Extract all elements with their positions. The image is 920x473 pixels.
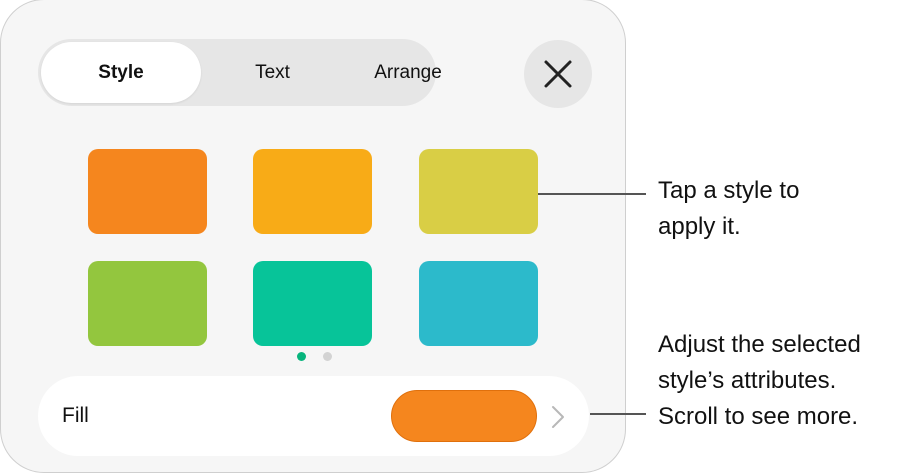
style-swatch-cyan[interactable]	[419, 261, 538, 346]
format-tabs: Text Arrange Style	[38, 39, 442, 106]
close-icon	[544, 60, 572, 88]
fill-color-swatch[interactable]	[391, 390, 537, 442]
fill-row[interactable]: Fill	[38, 376, 589, 456]
fill-label: Fill	[62, 404, 89, 427]
callout-styles: Tap a style to apply it.	[658, 177, 800, 240]
chevron-right-icon	[552, 406, 564, 428]
tab-arrange[interactable]: Arrange	[374, 62, 442, 83]
callout-line-fill	[590, 413, 646, 415]
tab-style[interactable]: Style	[41, 42, 201, 103]
style-swatch-amber[interactable]	[253, 149, 372, 234]
close-button[interactable]	[524, 40, 592, 108]
style-swatch-green[interactable]	[88, 261, 207, 346]
callout-line-styles	[538, 193, 646, 195]
page-dot-inactive	[323, 352, 332, 361]
format-panel: Text Arrange Style Fill	[0, 0, 626, 473]
callout-fill: Adjust the selected style’s attributes. …	[658, 331, 861, 430]
style-swatch-yellow-green[interactable]	[419, 149, 538, 234]
tab-text[interactable]: Text	[255, 62, 290, 83]
style-swatch-teal[interactable]	[253, 261, 372, 346]
style-swatch-orange[interactable]	[88, 149, 207, 234]
page-indicator[interactable]	[297, 352, 337, 362]
page-dot-active	[297, 352, 306, 361]
